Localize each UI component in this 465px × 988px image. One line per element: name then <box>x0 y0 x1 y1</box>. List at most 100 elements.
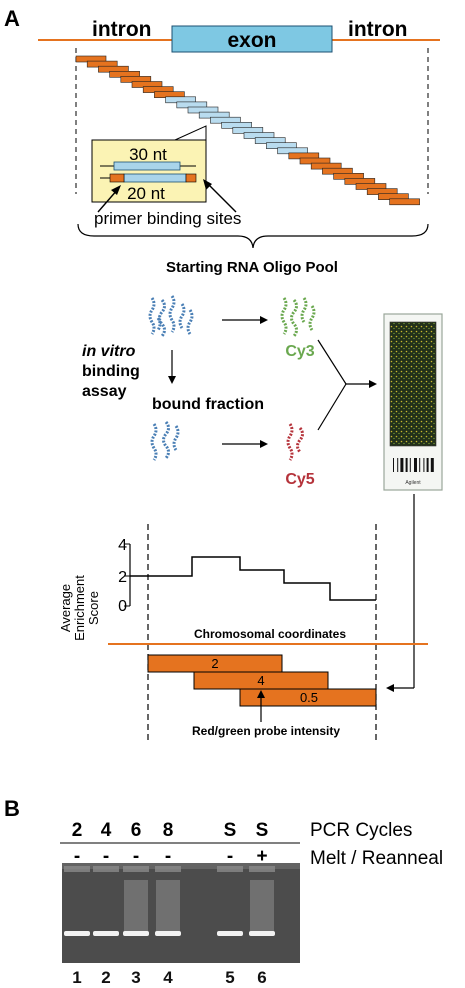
intron-right-label: intron <box>348 18 407 41</box>
lane-number: 6 <box>257 968 266 987</box>
barcode-bar <box>426 458 429 472</box>
array-brand-label: Agilent <box>405 480 421 486</box>
primer-binding-label: primer binding sites <box>94 209 241 228</box>
probe-bar-3 <box>239 688 377 707</box>
inset-upper-oligo <box>113 161 181 171</box>
primer-arrowhead-left <box>111 185 121 195</box>
pcr-cycle-label: 8 <box>163 820 174 841</box>
exon-label: exon <box>227 29 276 52</box>
pcr-cycle-label: 2 <box>72 820 83 841</box>
gel-band <box>64 931 90 936</box>
gel-smear <box>124 880 148 934</box>
assay-in-vitro: in vitro <box>82 343 136 360</box>
y-tick-label-4: 4 <box>118 537 127 554</box>
oligo-29 <box>389 198 420 206</box>
gel-band <box>155 931 181 936</box>
arrow-to-cy3-head <box>260 316 268 324</box>
panel-a-label: A <box>4 6 20 31</box>
microarray-spots <box>389 321 437 447</box>
inset-pointer <box>174 125 207 141</box>
barcode-bar <box>430 458 434 472</box>
pool-brace <box>77 223 429 249</box>
melt-reanneal-header: Melt / Reanneal <box>310 848 443 869</box>
pcr-cycle-label: 4 <box>101 820 112 841</box>
melt-labels: - - - - - + <box>74 846 268 867</box>
enrichment-step-line <box>130 556 376 601</box>
inset-30nt-label: 30 nt <box>129 145 167 164</box>
primer-arrowhead-right <box>203 179 212 190</box>
pcr-cycle-label: 6 <box>131 820 142 841</box>
barcode-bar <box>405 458 408 472</box>
merge-line-bottom <box>317 383 347 431</box>
cy3-labeled-rna-icon <box>280 297 316 337</box>
rna-bound-icon <box>150 421 180 461</box>
assay-assay: assay <box>82 383 127 400</box>
y-label-enrichment: Enrichment <box>72 575 87 641</box>
melt-label: - <box>103 846 109 867</box>
arrow-down-bound-head <box>168 376 176 384</box>
probe-value-3: 0.5 <box>300 690 318 705</box>
inset-primer-left <box>109 173 125 183</box>
y-label-score: Score <box>86 591 101 625</box>
arrow-array-left-head <box>386 684 394 692</box>
barcode-bar <box>419 458 421 472</box>
intensity-label: Red/green probe intensity <box>192 724 340 738</box>
melt-label: - <box>165 846 171 867</box>
oligo-tiling <box>75 55 420 206</box>
probe-value-2: 4 <box>257 673 264 688</box>
melt-label: + <box>256 846 267 867</box>
barcode-bar <box>400 458 404 472</box>
chromosomal-coordinates-label: Chromosomal coordinates <box>194 627 346 641</box>
exon-box <box>171 25 333 53</box>
lane-number: 1 <box>72 968 81 987</box>
probe-value-1: 2 <box>211 656 218 671</box>
primer-arrow-right <box>207 183 237 213</box>
pool-label: Starting RNA Oligo Pool <box>166 259 338 276</box>
arrow-to-cy5-head <box>260 440 268 448</box>
y-label-average: Average <box>58 584 73 632</box>
gel-band <box>93 931 119 936</box>
barcode-bar <box>414 458 417 472</box>
inset-primer-right <box>185 173 197 183</box>
cy5-labeled-rna-icon <box>286 423 304 461</box>
gel-well <box>93 866 119 872</box>
gel-well <box>155 866 181 872</box>
inset-lower-oligo <box>123 173 187 183</box>
barcode-bar <box>423 458 425 472</box>
barcode-bar <box>393 458 394 472</box>
pcr-cycle-label: S <box>224 820 237 841</box>
melt-label: - <box>133 846 139 867</box>
arrow-to-array-head <box>369 380 377 388</box>
gel-smear <box>250 880 274 934</box>
barcode-icon <box>393 458 434 472</box>
assay-binding: binding <box>82 363 140 380</box>
barcode-bar <box>409 458 411 472</box>
rna-pool-top-icon <box>148 295 194 337</box>
lane-number: 4 <box>163 968 173 987</box>
inset-20nt-label: 20 nt <box>127 184 165 203</box>
melt-label: - <box>227 846 233 867</box>
lane-number: 3 <box>131 968 140 987</box>
gel-lanes <box>64 866 275 936</box>
inset-box <box>91 139 207 203</box>
gel-well <box>249 866 275 872</box>
y-tick-label-0: 0 <box>118 598 127 615</box>
gel-well <box>64 866 90 872</box>
y-tick-label-2: 2 <box>118 569 127 586</box>
pcr-cycle-label: S <box>256 820 269 841</box>
gel-band <box>249 931 275 936</box>
intensity-arrow-head <box>257 690 265 698</box>
cy3-label: Cy3 <box>285 343 314 360</box>
lane-number: 5 <box>225 968 234 987</box>
intron-left-label: intron <box>92 18 151 41</box>
pcr-cycles-header: PCR Cycles <box>310 820 412 841</box>
melt-label: - <box>74 846 80 867</box>
gel-band <box>123 931 149 936</box>
barcode-bar <box>397 458 399 472</box>
gel-well <box>123 866 149 872</box>
bound-fraction-label: bound fraction <box>152 396 264 413</box>
merge-line-top <box>317 339 347 385</box>
